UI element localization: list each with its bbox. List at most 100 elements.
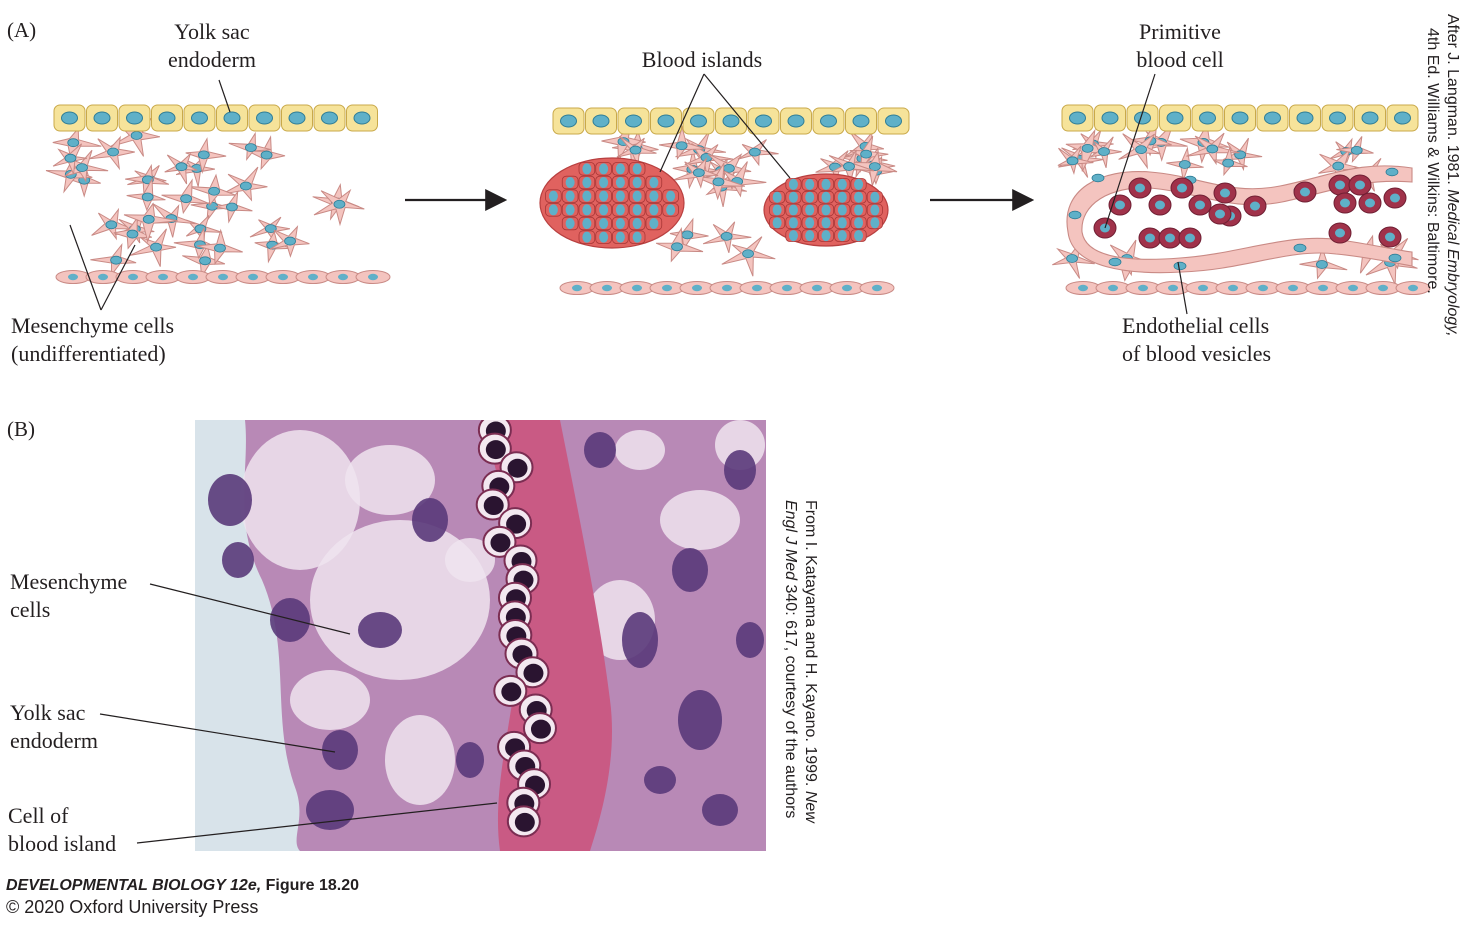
nucleus — [76, 163, 88, 173]
nucleus — [788, 230, 798, 242]
credit-text: 4th Ed. Williams & Wilkins: Baltimore. — [1424, 28, 1441, 294]
nucleus — [649, 190, 659, 202]
nucleus — [632, 177, 642, 188]
nucleus — [1408, 284, 1418, 292]
nucleus — [868, 162, 881, 172]
nucleus — [1145, 233, 1155, 243]
nucleus — [1329, 111, 1346, 125]
nucleus — [284, 236, 296, 246]
nucleus — [1365, 198, 1375, 208]
vacuole — [240, 430, 360, 570]
nucleus — [1288, 284, 1298, 292]
nucleus — [772, 191, 782, 203]
nucleus — [218, 273, 228, 281]
nucleus — [1101, 111, 1119, 125]
nucleus — [1199, 111, 1216, 125]
nucleus — [572, 284, 582, 292]
nucleus — [821, 217, 831, 229]
nucleus — [632, 284, 642, 292]
nucleus — [1264, 111, 1281, 125]
book-title: DEVELOPMENTAL BIOLOGY 12e, — [6, 877, 262, 894]
nucleus — [565, 218, 575, 229]
nucleus — [1166, 111, 1184, 125]
nucleus — [208, 186, 220, 196]
label-line: cells — [10, 597, 51, 622]
nucleus — [860, 149, 873, 159]
vacuole — [615, 430, 665, 470]
nucleus — [142, 214, 155, 224]
nucleus — [837, 204, 847, 216]
nucleus — [105, 220, 118, 230]
nucleus — [321, 111, 338, 125]
nucleus — [662, 284, 672, 292]
nucleus — [788, 191, 798, 203]
nucleus — [1355, 180, 1365, 190]
tissue-nucleus — [584, 432, 616, 468]
vacuole — [385, 715, 455, 805]
nucleus — [61, 111, 78, 125]
nucleus — [821, 178, 831, 190]
nucleus — [788, 178, 798, 190]
nucleus — [1066, 254, 1078, 263]
label-mesenchyme-cells: Mesenchyme cells (undifferentiated) — [11, 312, 174, 368]
nucleus — [1378, 284, 1388, 292]
nucleus — [1220, 188, 1230, 198]
nucleus — [632, 204, 642, 216]
nucleus — [805, 191, 815, 203]
nucleus — [599, 231, 609, 243]
label-line: blood cell — [1136, 47, 1224, 72]
nucleus — [1361, 111, 1379, 125]
endothelial-nucleus — [1173, 261, 1187, 271]
label-line: Primitive — [1139, 19, 1221, 44]
nucleus — [821, 191, 831, 203]
copyright: © 2020 Oxford University Press — [6, 897, 259, 917]
nucleus — [1165, 233, 1175, 243]
blood-nucleus — [490, 533, 511, 553]
tissue-nucleus — [644, 766, 676, 794]
nucleus — [615, 190, 625, 202]
nucleus — [649, 218, 659, 229]
blood-nucleus — [501, 682, 522, 702]
nucleus — [107, 147, 119, 157]
nucleus — [1394, 111, 1411, 125]
blood-nucleus — [523, 663, 544, 683]
nucleus — [602, 284, 612, 292]
nucleus — [681, 230, 694, 240]
nucleus — [68, 273, 78, 281]
nucleus — [805, 178, 815, 190]
label-line: blood island — [8, 831, 117, 856]
nucleus — [837, 191, 847, 203]
nucleus — [812, 284, 822, 292]
nucleus — [1069, 111, 1086, 125]
nucleus — [1195, 200, 1205, 210]
credit-italic: Medical Embryology, — [1444, 189, 1461, 337]
nucleus — [582, 177, 592, 188]
nucleus — [599, 218, 609, 229]
nucleus — [126, 229, 139, 239]
tissue-nucleus — [736, 622, 764, 658]
nucleus — [256, 111, 273, 125]
nucleus — [671, 242, 683, 252]
label-yolk-sac-endoderm: Yolk sac endoderm — [148, 18, 276, 74]
nucleus — [615, 177, 625, 188]
nucleus — [248, 273, 258, 281]
nucleus — [582, 218, 592, 229]
nucleus — [1098, 147, 1110, 156]
blood-nucleus — [530, 719, 551, 739]
nucleus — [615, 163, 625, 175]
nucleus — [837, 217, 847, 229]
nucleus — [223, 111, 241, 125]
leader-lines-a — [69, 73, 1188, 315]
nucleus — [548, 204, 558, 216]
nucleus — [649, 177, 659, 188]
nucleus — [788, 217, 798, 229]
blood-nucleus — [506, 514, 527, 534]
nucleus — [565, 177, 575, 188]
nucleus — [1340, 198, 1350, 208]
nucleus — [748, 147, 761, 157]
nucleus — [599, 204, 609, 216]
nucleus — [98, 273, 108, 281]
nucleus — [226, 202, 238, 212]
nucleus — [582, 204, 592, 216]
